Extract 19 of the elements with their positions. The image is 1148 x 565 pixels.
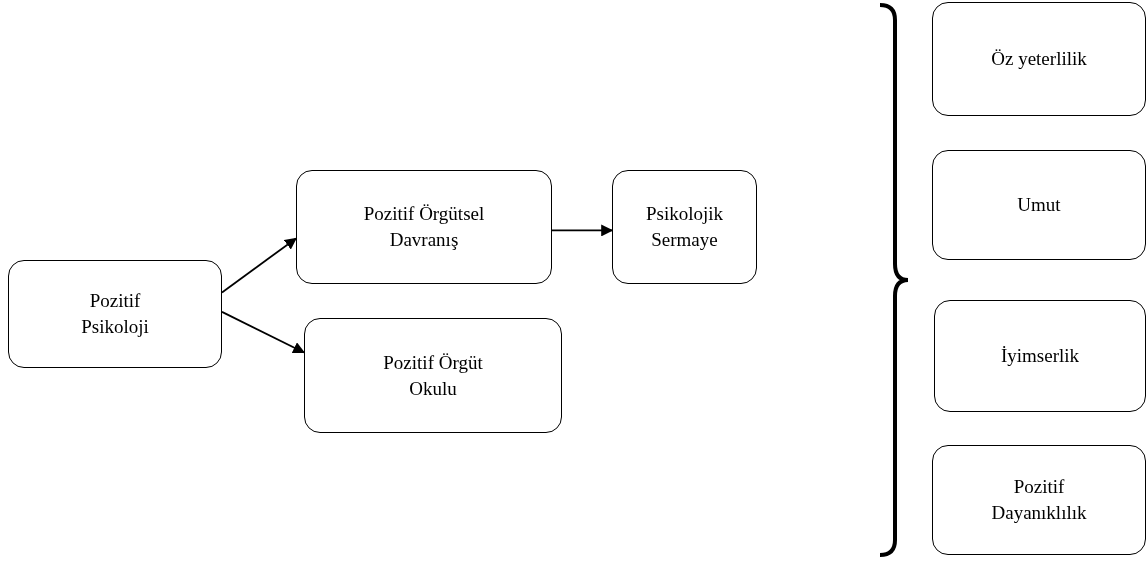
rounded-box bbox=[934, 300, 1146, 412]
arrow bbox=[221, 310, 306, 354]
rounded-box bbox=[932, 2, 1146, 116]
box-label: Pozitif Psikoloji bbox=[80, 289, 150, 339]
box-label: Umut bbox=[1017, 193, 1061, 218]
rounded-box bbox=[304, 318, 562, 433]
box-label: Pozitif Örgütsel Davranış bbox=[362, 202, 486, 252]
rounded-box bbox=[932, 150, 1146, 260]
rounded-box bbox=[8, 260, 222, 368]
arrow bbox=[551, 224, 614, 237]
box-label: İyimserlik bbox=[1000, 344, 1080, 369]
box-label: Psikolojik Sermaye bbox=[644, 202, 725, 252]
rounded-box bbox=[932, 445, 1146, 555]
box-label: Pozitif Dayanıklılık bbox=[990, 475, 1088, 525]
box-label: Öz yeterlilik bbox=[991, 47, 1087, 72]
rounded-box bbox=[612, 170, 757, 284]
box-label: Pozitif Örgüt Okulu bbox=[382, 350, 484, 401]
arrow bbox=[221, 237, 297, 294]
rounded-box bbox=[296, 170, 552, 284]
